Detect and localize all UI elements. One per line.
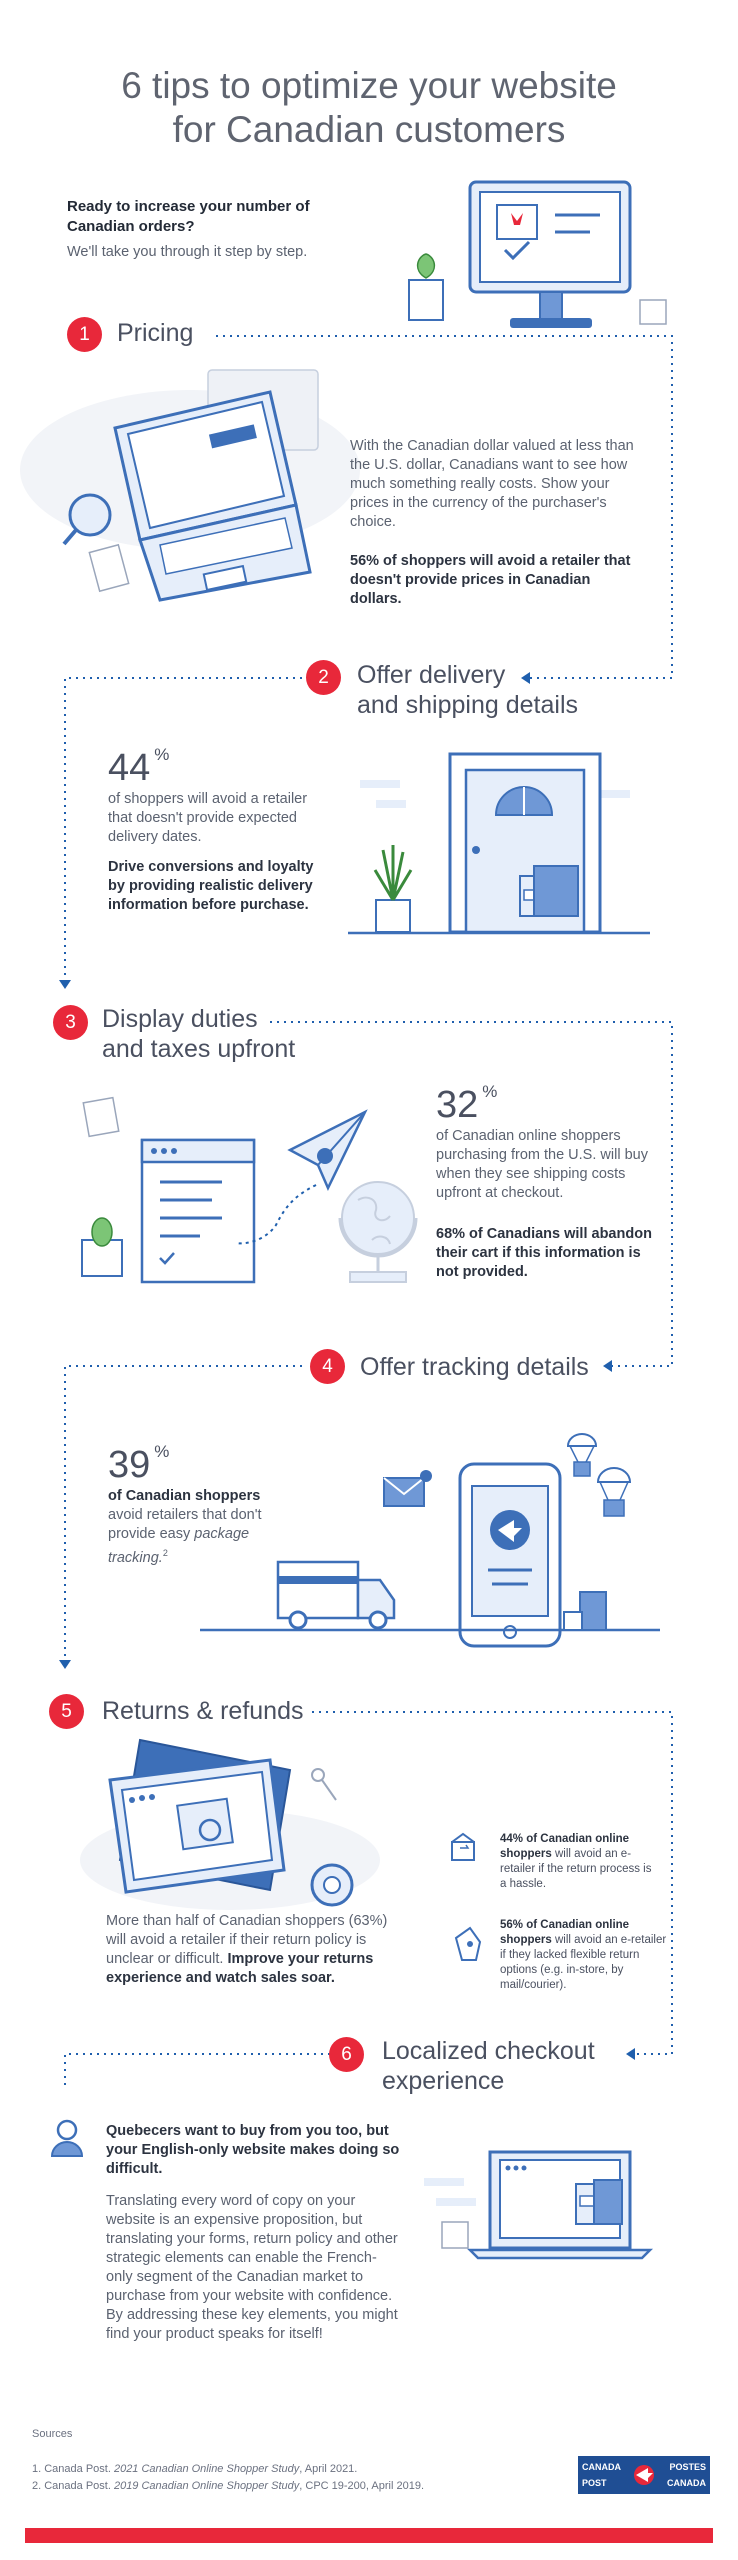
section-title-delivery-line1: Offer delivery — [357, 661, 506, 689]
returns-highlight: Improve your returns experience and watc… — [106, 1951, 374, 1986]
arrow-left-icon-2 — [603, 1360, 612, 1372]
duties-stat-text: of Canadian online shoppers purchasing f… — [436, 1128, 648, 1201]
returns-side1-text: will avoid an e-retailer if the return p… — [500, 1848, 652, 1890]
tracking-stat: 39% — [108, 1442, 169, 1487]
section-title-returns: Returns & refunds — [102, 1697, 304, 1725]
globe-icon — [338, 1181, 418, 1283]
tracking-stat-unit: % — [154, 1442, 170, 1461]
duties-stat-unit: % — [482, 1082, 498, 1101]
source-1: 1. Canada Post. 2021 Canadian Online Sho… — [32, 2463, 357, 2475]
step-badge-6: 6 — [329, 2037, 364, 2072]
laptop-icon — [20, 369, 360, 602]
returns-body-text: More than half of Canadian shoppers (63%… — [106, 1913, 388, 1967]
dotted-connector-path — [64, 335, 673, 2090]
source-1-title: 2021 Canadian Online Shopper Study — [113, 2463, 300, 2475]
step-badge-5: 5 — [49, 1694, 84, 1729]
sources-label: Sources — [32, 2428, 73, 2440]
intro-heading: Ready to increase your number of Canadia… — [67, 198, 310, 235]
logo-canada-fr: CANADA — [667, 2478, 706, 2488]
delivery-stat: 44% — [108, 745, 169, 790]
returns-side-stat-2: 56% of Canadian online shoppers will avo… — [500, 1918, 675, 1993]
house-door-icon — [348, 752, 650, 935]
duties-highlight: 68% of Canadians will abandon their cart… — [436, 1226, 652, 1280]
tracking-stat-text: of Canadian shoppers avoid retailers tha… — [108, 1487, 298, 1568]
delivery-stat-unit: % — [154, 745, 170, 764]
section-title-localized: Localized checkout experience — [382, 2036, 595, 2096]
returns-side1-bold: 44% of Canadian online shoppers — [500, 1833, 630, 1860]
localized-body: Translating every word of copy on your w… — [106, 2193, 398, 2342]
canada-post-logo-icon — [578, 2456, 710, 2494]
section-title-localized-line2: experience — [382, 2067, 505, 2095]
canada-post-logo: CANADA POSTES POST CANADA — [582, 2459, 706, 2491]
section-title-tracking: Offer tracking details — [360, 1353, 589, 1381]
arrow-down-icon-2 — [59, 1660, 71, 1669]
delivery-highlight: Drive conversions and loyalty by providi… — [108, 859, 314, 913]
step-badge-1: 1 — [67, 317, 102, 352]
page-title: 6 tips to optimize your website for Cana… — [0, 64, 738, 152]
page-title-line2: for Canadian customers — [172, 109, 566, 150]
pricing-body: With the Canadian dollar valued at less … — [350, 438, 634, 530]
localized-highlight: Quebecers want to buy from you too, but … — [106, 2123, 400, 2177]
arrow-left-icon-3 — [626, 2048, 635, 2060]
source-2-suffix: , CPC 19-200, April 2019. — [299, 2480, 425, 2492]
page-title-line1: 6 tips to optimize your website — [121, 65, 617, 106]
section-title-duties: Display duties and taxes upfront — [102, 1004, 295, 1064]
tracking-stat-bold: of Canadian shoppers — [108, 1488, 261, 1504]
returns-side2-text: will avoid an e-retailer if they lacked … — [500, 1934, 667, 1991]
paper-plane-icon — [235, 1109, 368, 1245]
logo-post: POST — [582, 2478, 607, 2488]
laptop-checkout-icon — [424, 2150, 654, 2260]
intro-subheading: We'll take you through it step by step. — [67, 244, 308, 260]
returns-side-stat-1: 44% of Canadian online shoppers will avo… — [500, 1832, 660, 1892]
tag-icon — [454, 1926, 482, 1961]
footer-red-bar — [25, 2528, 713, 2543]
step-badge-2: 2 — [306, 660, 341, 695]
step-badge-4: 4 — [310, 1349, 345, 1384]
source-2: 2. Canada Post. 2019 Canadian Online Sho… — [32, 2480, 424, 2492]
tracking-footnote-mark: 2 — [162, 1548, 168, 1558]
source-1-prefix: 1. Canada Post. — [32, 2463, 111, 2475]
duties-stat: 32% — [436, 1082, 497, 1127]
section-title-delivery-line2: and shipping details — [357, 691, 578, 719]
source-1-suffix: , April 2021. — [299, 2463, 358, 2475]
tracking-stat-value: 39 — [108, 1444, 151, 1486]
delivery-stat-value: 44 — [108, 747, 151, 789]
tablet-icon — [80, 1738, 380, 1910]
arrow-down-icon-1 — [59, 980, 71, 989]
step-badge-3: 3 — [53, 1005, 88, 1040]
section-title-duties-line1: Display duties — [102, 1005, 258, 1033]
delivery-truck-icon — [200, 1560, 660, 1632]
checkout-form-icon — [81, 1096, 256, 1284]
pricing-highlight: 56% of shoppers will avoid a retailer th… — [350, 553, 631, 607]
package-icon — [451, 1832, 475, 1861]
delivery-stat-text: of shoppers will avoid a retailer that d… — [108, 791, 308, 845]
source-2-title: 2019 Canadian Online Shopper Study — [113, 2480, 300, 2492]
section-title-delivery: Offer delivery and shipping details — [357, 660, 578, 720]
parachute-package-icon — [566, 1433, 632, 1517]
section-title-pricing: Pricing — [117, 319, 194, 347]
logo-canada-en: CANADA — [582, 2462, 621, 2472]
source-2-prefix: 2. Canada Post. — [32, 2480, 111, 2492]
returns-side2-bold: 56% of Canadian online shoppers — [500, 1919, 630, 1946]
tracking-stat-italic: package tracking. — [108, 1526, 250, 1566]
smartphone-icon — [383, 1462, 562, 1648]
person-icon — [50, 2119, 84, 2157]
returns-body: More than half of Canadian shoppers (63%… — [106, 1912, 396, 1988]
section-title-duties-line2: and taxes upfront — [102, 1035, 296, 1063]
duties-stat-value: 32 — [436, 1084, 479, 1126]
computer-monitor-icon — [408, 180, 667, 328]
arrow-left-icon-1 — [521, 672, 530, 684]
tracking-stat-body: avoid retailers that don't provide easy — [108, 1507, 262, 1542]
logo-postes: POSTES — [669, 2462, 706, 2472]
section-title-localized-line1: Localized checkout — [382, 2037, 595, 2065]
